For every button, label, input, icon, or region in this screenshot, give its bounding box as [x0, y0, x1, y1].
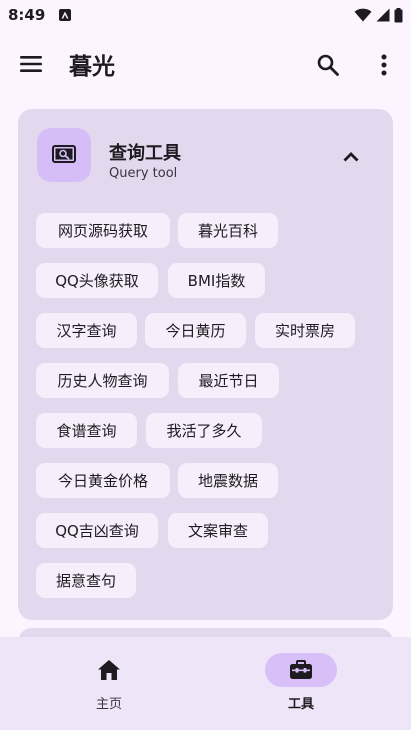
- card-icon-container: [37, 128, 91, 182]
- collapse-button[interactable]: [336, 145, 366, 169]
- toolbox-icon: [290, 660, 312, 679]
- tool-chip-group: 网页源码获取 暮光百科 QQ头像获取 BMI指数 汉字查询 今日黄历 实时票房 …: [18, 109, 393, 620]
- chevron-up-icon: [343, 152, 359, 162]
- nav-label-tools: 工具: [287, 697, 314, 712]
- search-screen-icon: [52, 145, 76, 163]
- query-tool-card: 查询工具 Query tool 网页源码获取 暮光百科 QQ头像获取 BMI指数…: [18, 109, 393, 620]
- nav-item-home[interactable]: 主页: [49, 637, 169, 730]
- chip-historical-figures[interactable]: 历史人物查询: [36, 363, 169, 398]
- chip-live-box-office[interactable]: 实时票房: [255, 313, 355, 348]
- search-button[interactable]: [310, 47, 346, 83]
- chip-sentence-by-meaning[interactable]: 据意查句: [36, 563, 136, 598]
- chip-webpage-source[interactable]: 网页源码获取: [36, 213, 170, 248]
- nav-item-tools[interactable]: 工具: [241, 637, 361, 730]
- chip-qq-avatar[interactable]: QQ头像获取: [36, 263, 158, 298]
- chip-muguang-wiki[interactable]: 暮光百科: [178, 213, 278, 248]
- status-icons: [354, 7, 403, 23]
- chip-earthquake-data[interactable]: 地震数据: [178, 463, 278, 498]
- chip-how-long-lived[interactable]: 我活了多久: [146, 413, 262, 448]
- nav-home-indicator: [73, 653, 145, 687]
- battery-icon: [394, 7, 403, 22]
- chip-copy-review[interactable]: 文案审查: [168, 513, 268, 548]
- top-app-bar: 暮光: [0, 30, 411, 96]
- chip-bmi-index[interactable]: BMI指数: [168, 263, 265, 298]
- more-vert-icon: [381, 54, 387, 76]
- menu-icon: [20, 56, 42, 72]
- app-notification-icon: [59, 9, 72, 21]
- status-bar: 8:49: [0, 0, 411, 30]
- status-time: 8:49: [8, 6, 46, 24]
- menu-button[interactable]: [14, 49, 48, 79]
- chip-today-almanac[interactable]: 今日黄历: [145, 313, 246, 348]
- app-title: 暮光: [69, 54, 115, 80]
- chip-gold-price[interactable]: 今日黄金价格: [36, 463, 170, 498]
- wifi-icon: [354, 8, 372, 22]
- search-icon: [317, 54, 339, 76]
- signal-icon: [376, 8, 390, 22]
- card-title: 查询工具: [109, 143, 181, 164]
- more-options-button[interactable]: [366, 47, 402, 83]
- chip-qq-fortune[interactable]: QQ吉凶查询: [36, 513, 158, 548]
- nav-tools-indicator: [265, 653, 337, 687]
- bottom-navigation: 主页 工具: [0, 637, 411, 730]
- chip-hanzi-query[interactable]: 汉字查询: [36, 313, 137, 348]
- chip-recent-holidays[interactable]: 最近节日: [178, 363, 279, 398]
- card-subtitle: Query tool: [109, 166, 178, 181]
- home-icon: [98, 660, 120, 680]
- card-header[interactable]: 查询工具 Query tool: [18, 109, 393, 199]
- chip-recipe-query[interactable]: 食谱查询: [36, 413, 137, 448]
- nav-label-home: 主页: [95, 697, 122, 712]
